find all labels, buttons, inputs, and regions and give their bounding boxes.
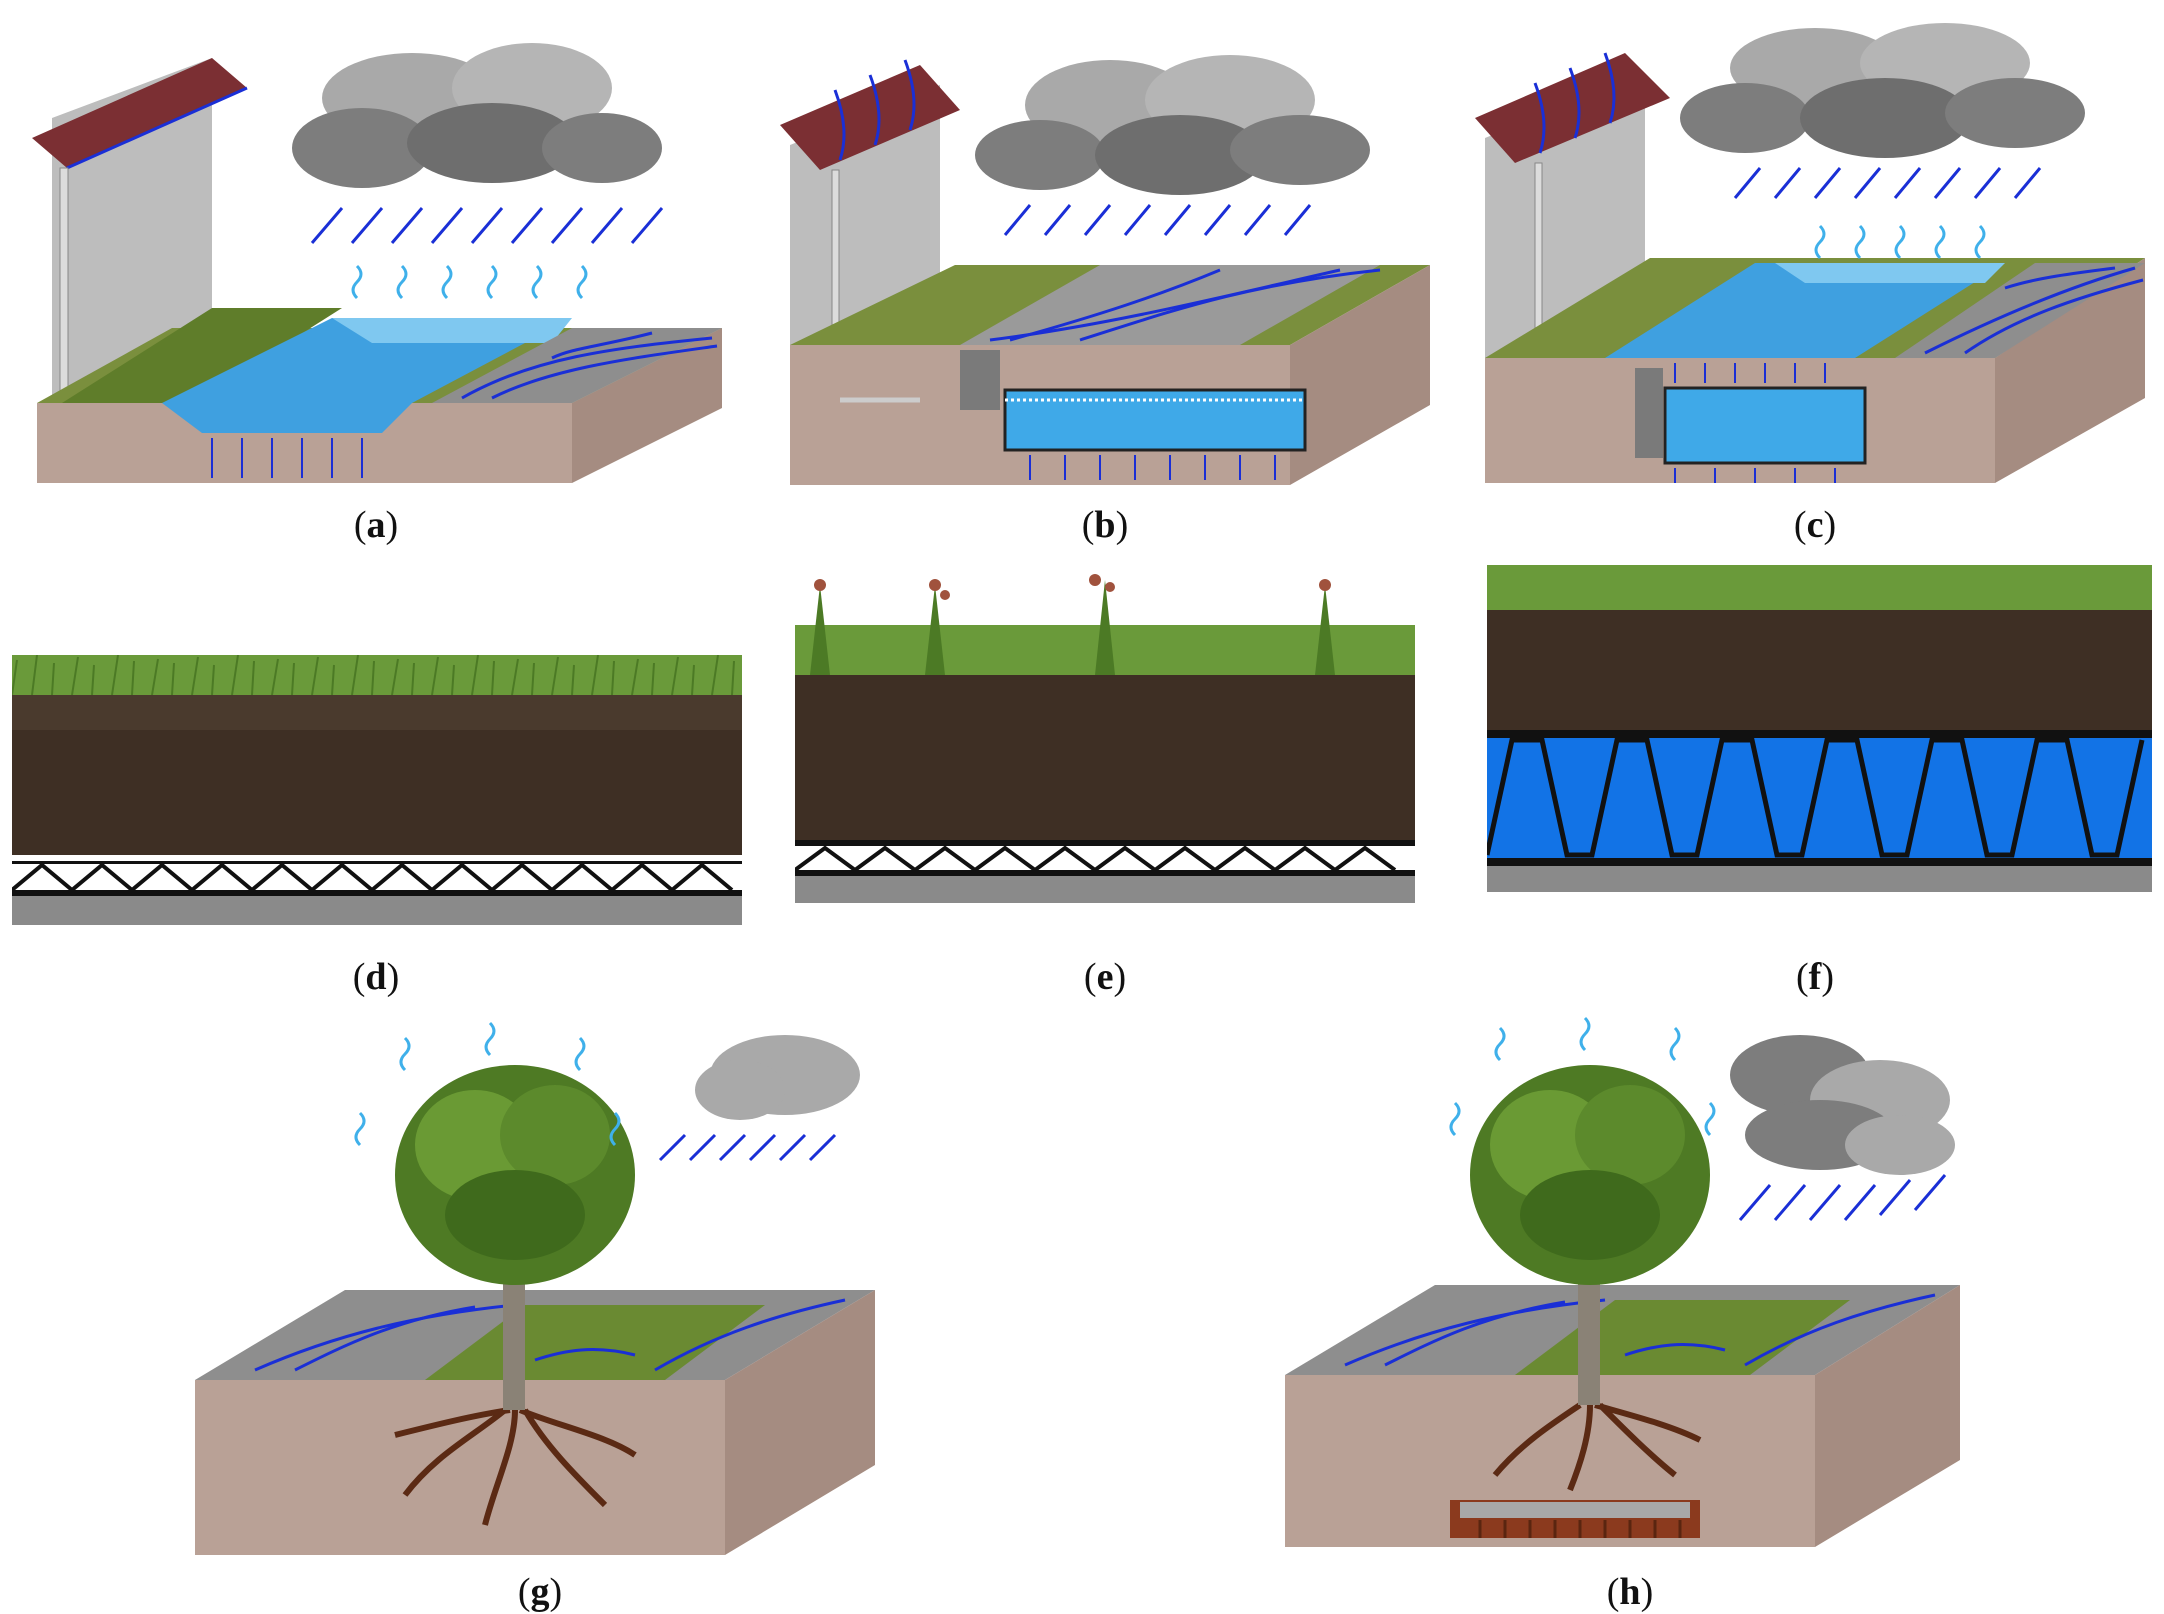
tree-canopy-icon [395,1065,635,1285]
caption-a: (a) [353,504,399,546]
cloud-icon [695,1035,860,1120]
rain-icon [658,1133,837,1162]
inspection-chamber [960,350,1000,410]
caption-h: (h) [1606,1571,1654,1613]
panel-a-swale-diagram [12,28,732,498]
house-roof [780,65,960,170]
caption-b: (b) [1081,504,1129,546]
downpipe [59,167,69,409]
caption-g: (g) [517,1571,563,1613]
soil-block-front [37,403,572,483]
panel-d-green-roof-section [12,655,742,925]
tree-trunk [1578,1245,1600,1405]
roof-deck [1487,866,2152,892]
rain-icon [1003,204,1312,236]
cloud-icon [292,43,662,188]
rain-icon [1733,167,2042,199]
panel-b-infiltration-trench-diagram [780,55,1440,500]
tree-roots [1492,1402,1702,1492]
caption-c: (c) [1793,504,1837,546]
rain-icon [310,207,664,244]
cloud-icon [1730,1035,1955,1175]
panel-e-green-roof-section [795,565,1415,925]
roof-deck [12,896,742,925]
drainage-layer [795,845,1397,873]
drainage-layer [12,862,734,893]
panel-g-tree-pit-diagram [195,1015,885,1560]
tree-canopy-icon [1470,1065,1710,1285]
caption-f: (f) [1796,956,1834,998]
caption-d: (d) [352,956,400,998]
cloud-icon [975,55,1370,195]
cloud-icon [1680,23,2085,158]
panel-h-tree-pit-with-storage-diagram [1280,1015,1970,1560]
caption-e: (e) [1083,956,1127,998]
soil-layer [795,675,1415,840]
panel-c-swale-trench-diagram [1475,18,2155,488]
house-roof [32,58,247,168]
rain-icon [1738,1174,1947,1221]
roof-deck [795,876,1415,903]
swale-water [162,318,572,433]
tree-roots [394,1407,637,1526]
panel-f-blue-green-roof-section [1487,565,2152,925]
tree-trunk [503,1245,525,1410]
water-storage-layer [1487,738,2152,858]
soil-layer [1487,610,2152,730]
